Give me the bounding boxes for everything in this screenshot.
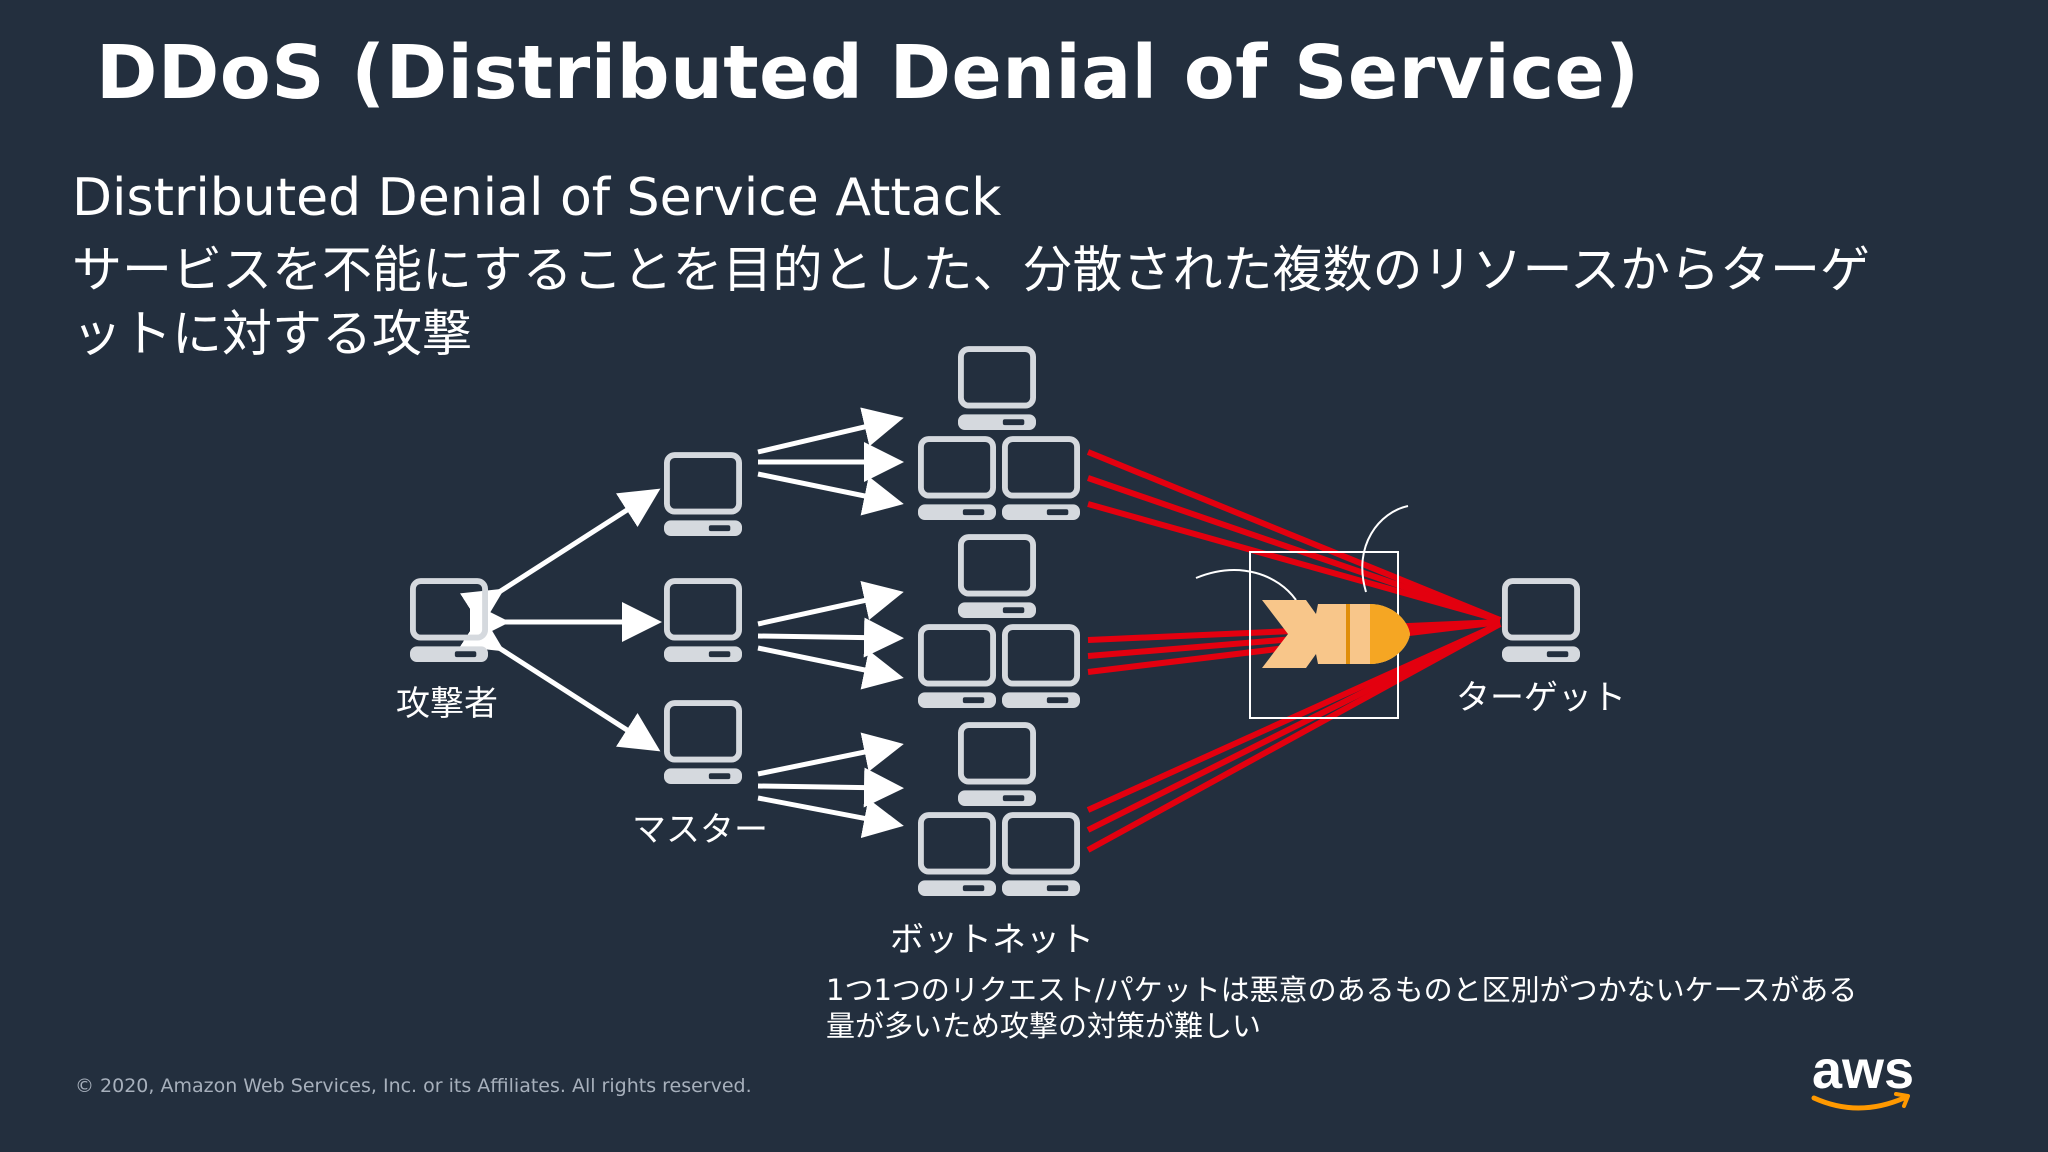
arrow-master-bot xyxy=(757,407,904,455)
attacker-label: 攻撃者 xyxy=(396,684,498,724)
command-arrows xyxy=(459,407,904,839)
arrow-master-bot xyxy=(757,767,904,808)
target-computer-icon xyxy=(1502,581,1580,662)
slide-subtitle: Distributed Denial of Service Attack xyxy=(72,168,1002,228)
copyright-notice: © 2020, Amazon Web Services, Inc. or its… xyxy=(75,1075,752,1097)
bot-computer-icon xyxy=(1002,815,1080,896)
arrow-master-bot xyxy=(757,471,904,516)
arrow-attacker-master xyxy=(459,612,661,752)
attack-line xyxy=(1086,449,1502,623)
diagram-note: 1つ1つのリクエスト/パケットは悪意のあるものと区別がつかないケースがある 量が… xyxy=(826,972,1857,1044)
attacker-computer-icon xyxy=(410,581,488,662)
bomb-fuse xyxy=(1195,569,1297,601)
master-label: マスター xyxy=(632,810,768,850)
note-line: 1つ1つのリクエスト/パケットは悪意のあるものと区別がつかないケースがある xyxy=(826,973,1858,1007)
arrow-master-bot xyxy=(757,732,904,777)
bot-computer-icon xyxy=(918,627,996,708)
aws-smile-icon xyxy=(1811,1095,1907,1111)
bot-computer-icon xyxy=(958,725,1036,806)
arrow-attacker-master xyxy=(459,488,661,628)
arrow-master-bot xyxy=(757,617,904,658)
bot-computer-icon xyxy=(958,349,1036,430)
bomb-fuse xyxy=(1361,505,1409,593)
bot-computer-icon xyxy=(918,439,996,520)
master-computer-icon xyxy=(664,703,742,784)
master-computer-icon xyxy=(664,581,742,662)
aws-smile-arrow-icon xyxy=(1894,1092,1910,1108)
bomb-tip xyxy=(1370,604,1410,664)
bot-computer-icon xyxy=(1002,439,1080,520)
aws-logo-text: aws xyxy=(1812,1046,1914,1100)
aws-logo: aws xyxy=(1811,1046,1914,1111)
target-label: ターゲット xyxy=(1456,678,1626,718)
attack-line xyxy=(1087,501,1501,623)
master-computer-icon xyxy=(664,455,742,536)
note-line: 量が多いため攻撃の対策が難しい xyxy=(826,1009,1262,1043)
arrow-master-bot xyxy=(757,645,904,690)
attack-line xyxy=(1087,475,1501,623)
botnet-label: ボットネット xyxy=(890,920,1094,960)
bomb-icon xyxy=(1195,505,1410,719)
arrow-master-bot xyxy=(757,580,904,627)
slide-description: サービスを不能にすることを目的とした、分散された複数のリソースからターゲットに対… xyxy=(72,241,1870,363)
slide-title: DDoS (Distributed Denial of Service) xyxy=(96,30,1640,116)
bot-computer-icon xyxy=(958,537,1036,618)
attack-line xyxy=(1086,621,1502,853)
bot-computer-icon xyxy=(1002,627,1080,708)
arrow-master-bot xyxy=(757,795,904,839)
bot-computer-icon xyxy=(918,815,996,896)
